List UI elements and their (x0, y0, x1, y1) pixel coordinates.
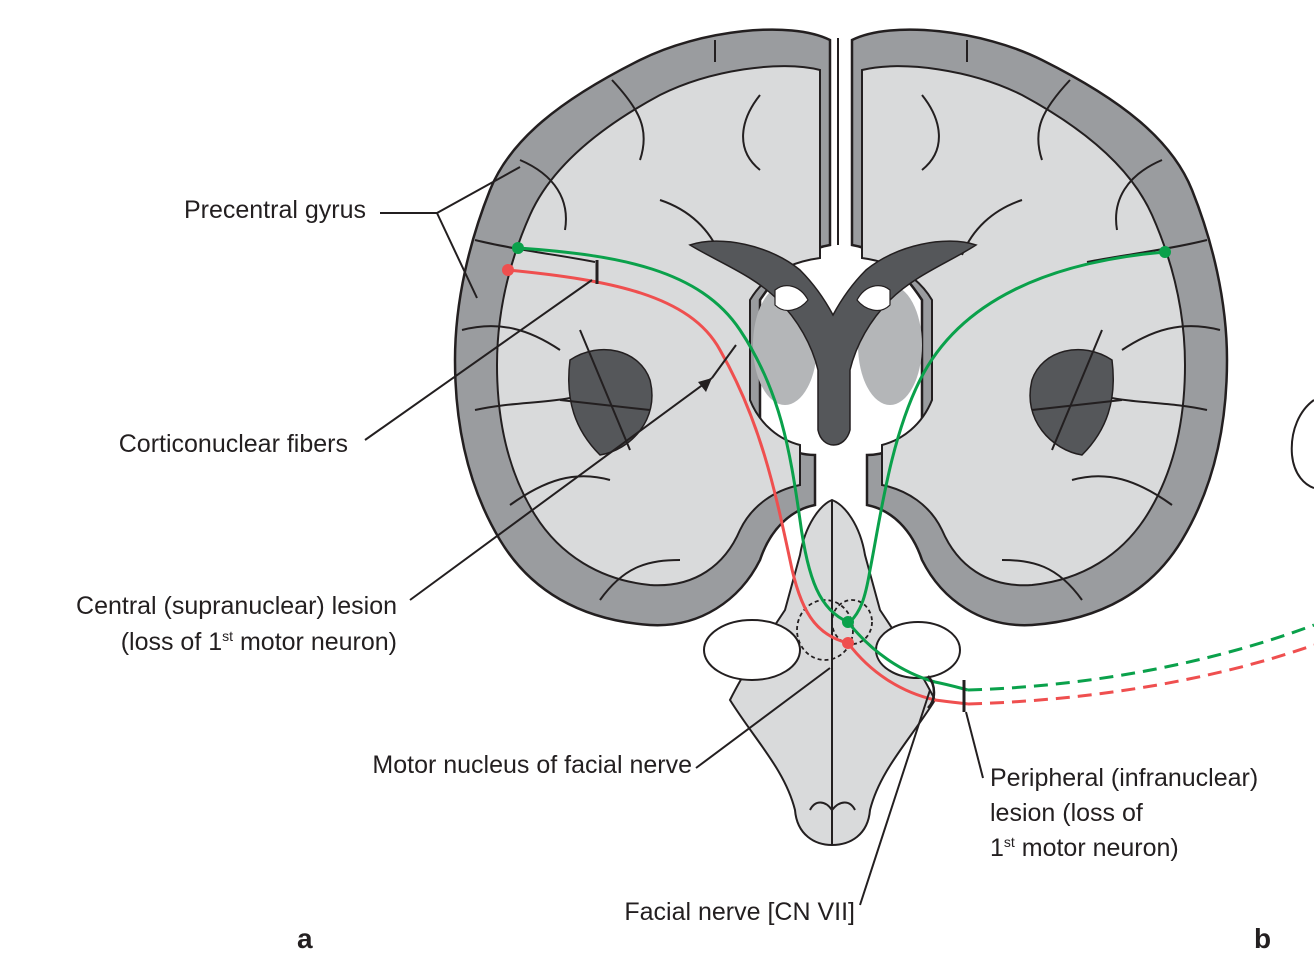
peripheral-line3-b: motor neuron) (1015, 834, 1179, 862)
label-peripheral-line3: 1st motor neuron) (990, 834, 1179, 862)
panel-b-face-outline (1292, 400, 1314, 488)
label-central-lesion-line1: Central (supranuclear) lesion (76, 592, 397, 620)
peripheral-line3-a: 1 (990, 834, 1004, 862)
central-lesion-line2-sup: st (222, 628, 233, 644)
facial-nerve-peripheral-red (968, 645, 1314, 704)
label-central-lesion-line2: (loss of 1st motor neuron) (121, 628, 397, 656)
facial-nerve-peripheral-green (968, 625, 1314, 690)
middle-cerebellar-peduncle-right (876, 622, 960, 678)
panel-label-a: a (297, 923, 313, 954)
label-peripheral-line1: Peripheral (infranuclear) (990, 764, 1258, 792)
label-corticonuclear-fibers: Corticonuclear fibers (119, 430, 348, 458)
label-facial-nerve: Facial nerve [CN VII] (624, 898, 855, 926)
green-cell-body-left (512, 242, 524, 254)
label-precentral-gyrus: Precentral gyrus (184, 196, 366, 224)
middle-cerebellar-peduncle-left (704, 620, 800, 680)
central-lesion-line2-b: motor neuron) (233, 628, 397, 656)
panel-label-b: b (1254, 923, 1271, 954)
red-cell-body-left (502, 264, 514, 276)
label-motor-nucleus: Motor nucleus of facial nerve (372, 751, 692, 779)
central-lesion-line2-a: (loss of 1 (121, 628, 222, 656)
peripheral-line3-sup: st (1004, 834, 1015, 850)
green-cell-body-right (1159, 246, 1171, 258)
label-peripheral-line2: lesion (loss of (990, 799, 1143, 827)
